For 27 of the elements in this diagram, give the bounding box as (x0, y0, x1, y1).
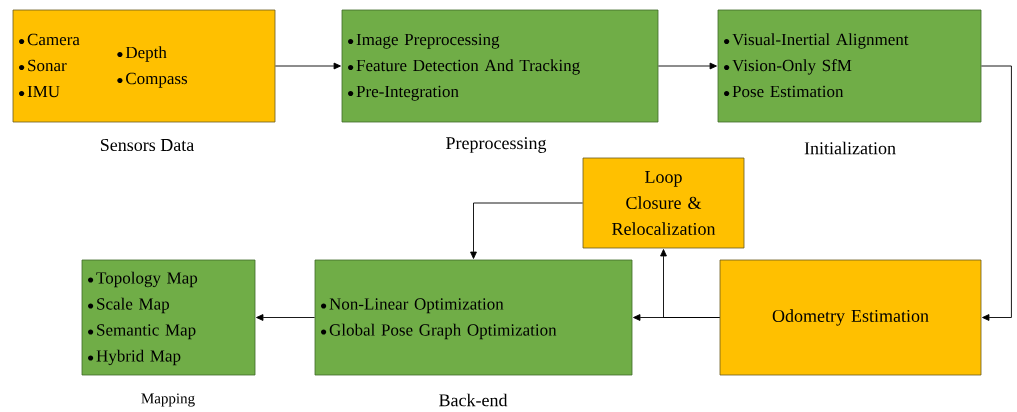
arrow (633, 314, 721, 321)
arrow (256, 314, 316, 321)
node-label: Camera (27, 33, 80, 46)
box-caption: Preprocessing (446, 137, 547, 153)
node-label: Topology Map (96, 271, 198, 288)
box-caption: Back-end (439, 393, 508, 407)
process-box: Odometry Estimation (719, 259, 982, 376)
node-label: Depth (125, 46, 167, 62)
arrow (274, 62, 341, 70)
process-box: Non-Linear Optimization Global Pose Graph Optimization (314, 259, 633, 376)
box-caption: Sensors Data (100, 138, 194, 152)
process-box: Image Preprocessing Feature Detection And Tracking Pre-Integration (341, 9, 659, 123)
node-label: Scale Map (97, 297, 170, 314)
node-label: Semantic Map (97, 324, 196, 340)
box-caption: Mapping (141, 393, 195, 407)
process-box: Camera Sonar IMU Depth Compass (12, 9, 276, 123)
arrow (657, 62, 717, 70)
node-label: Sonar (28, 59, 67, 72)
node-label: Hybrid Map (96, 349, 181, 366)
arrow (470, 202, 584, 259)
process-box: Loop Closure & Relocalization (582, 157, 745, 249)
box-caption: Initialization (804, 141, 896, 155)
node-label: Compass (126, 72, 188, 88)
process-box: Topology Map Scale Map Semantic Map Hybrid Map (81, 259, 256, 376)
node-label: IMU (27, 85, 60, 98)
arrow (980, 65, 1012, 321)
process-box: Visual-Inertial Alignment Vision-Only SfM Pose Estimation (717, 9, 982, 123)
